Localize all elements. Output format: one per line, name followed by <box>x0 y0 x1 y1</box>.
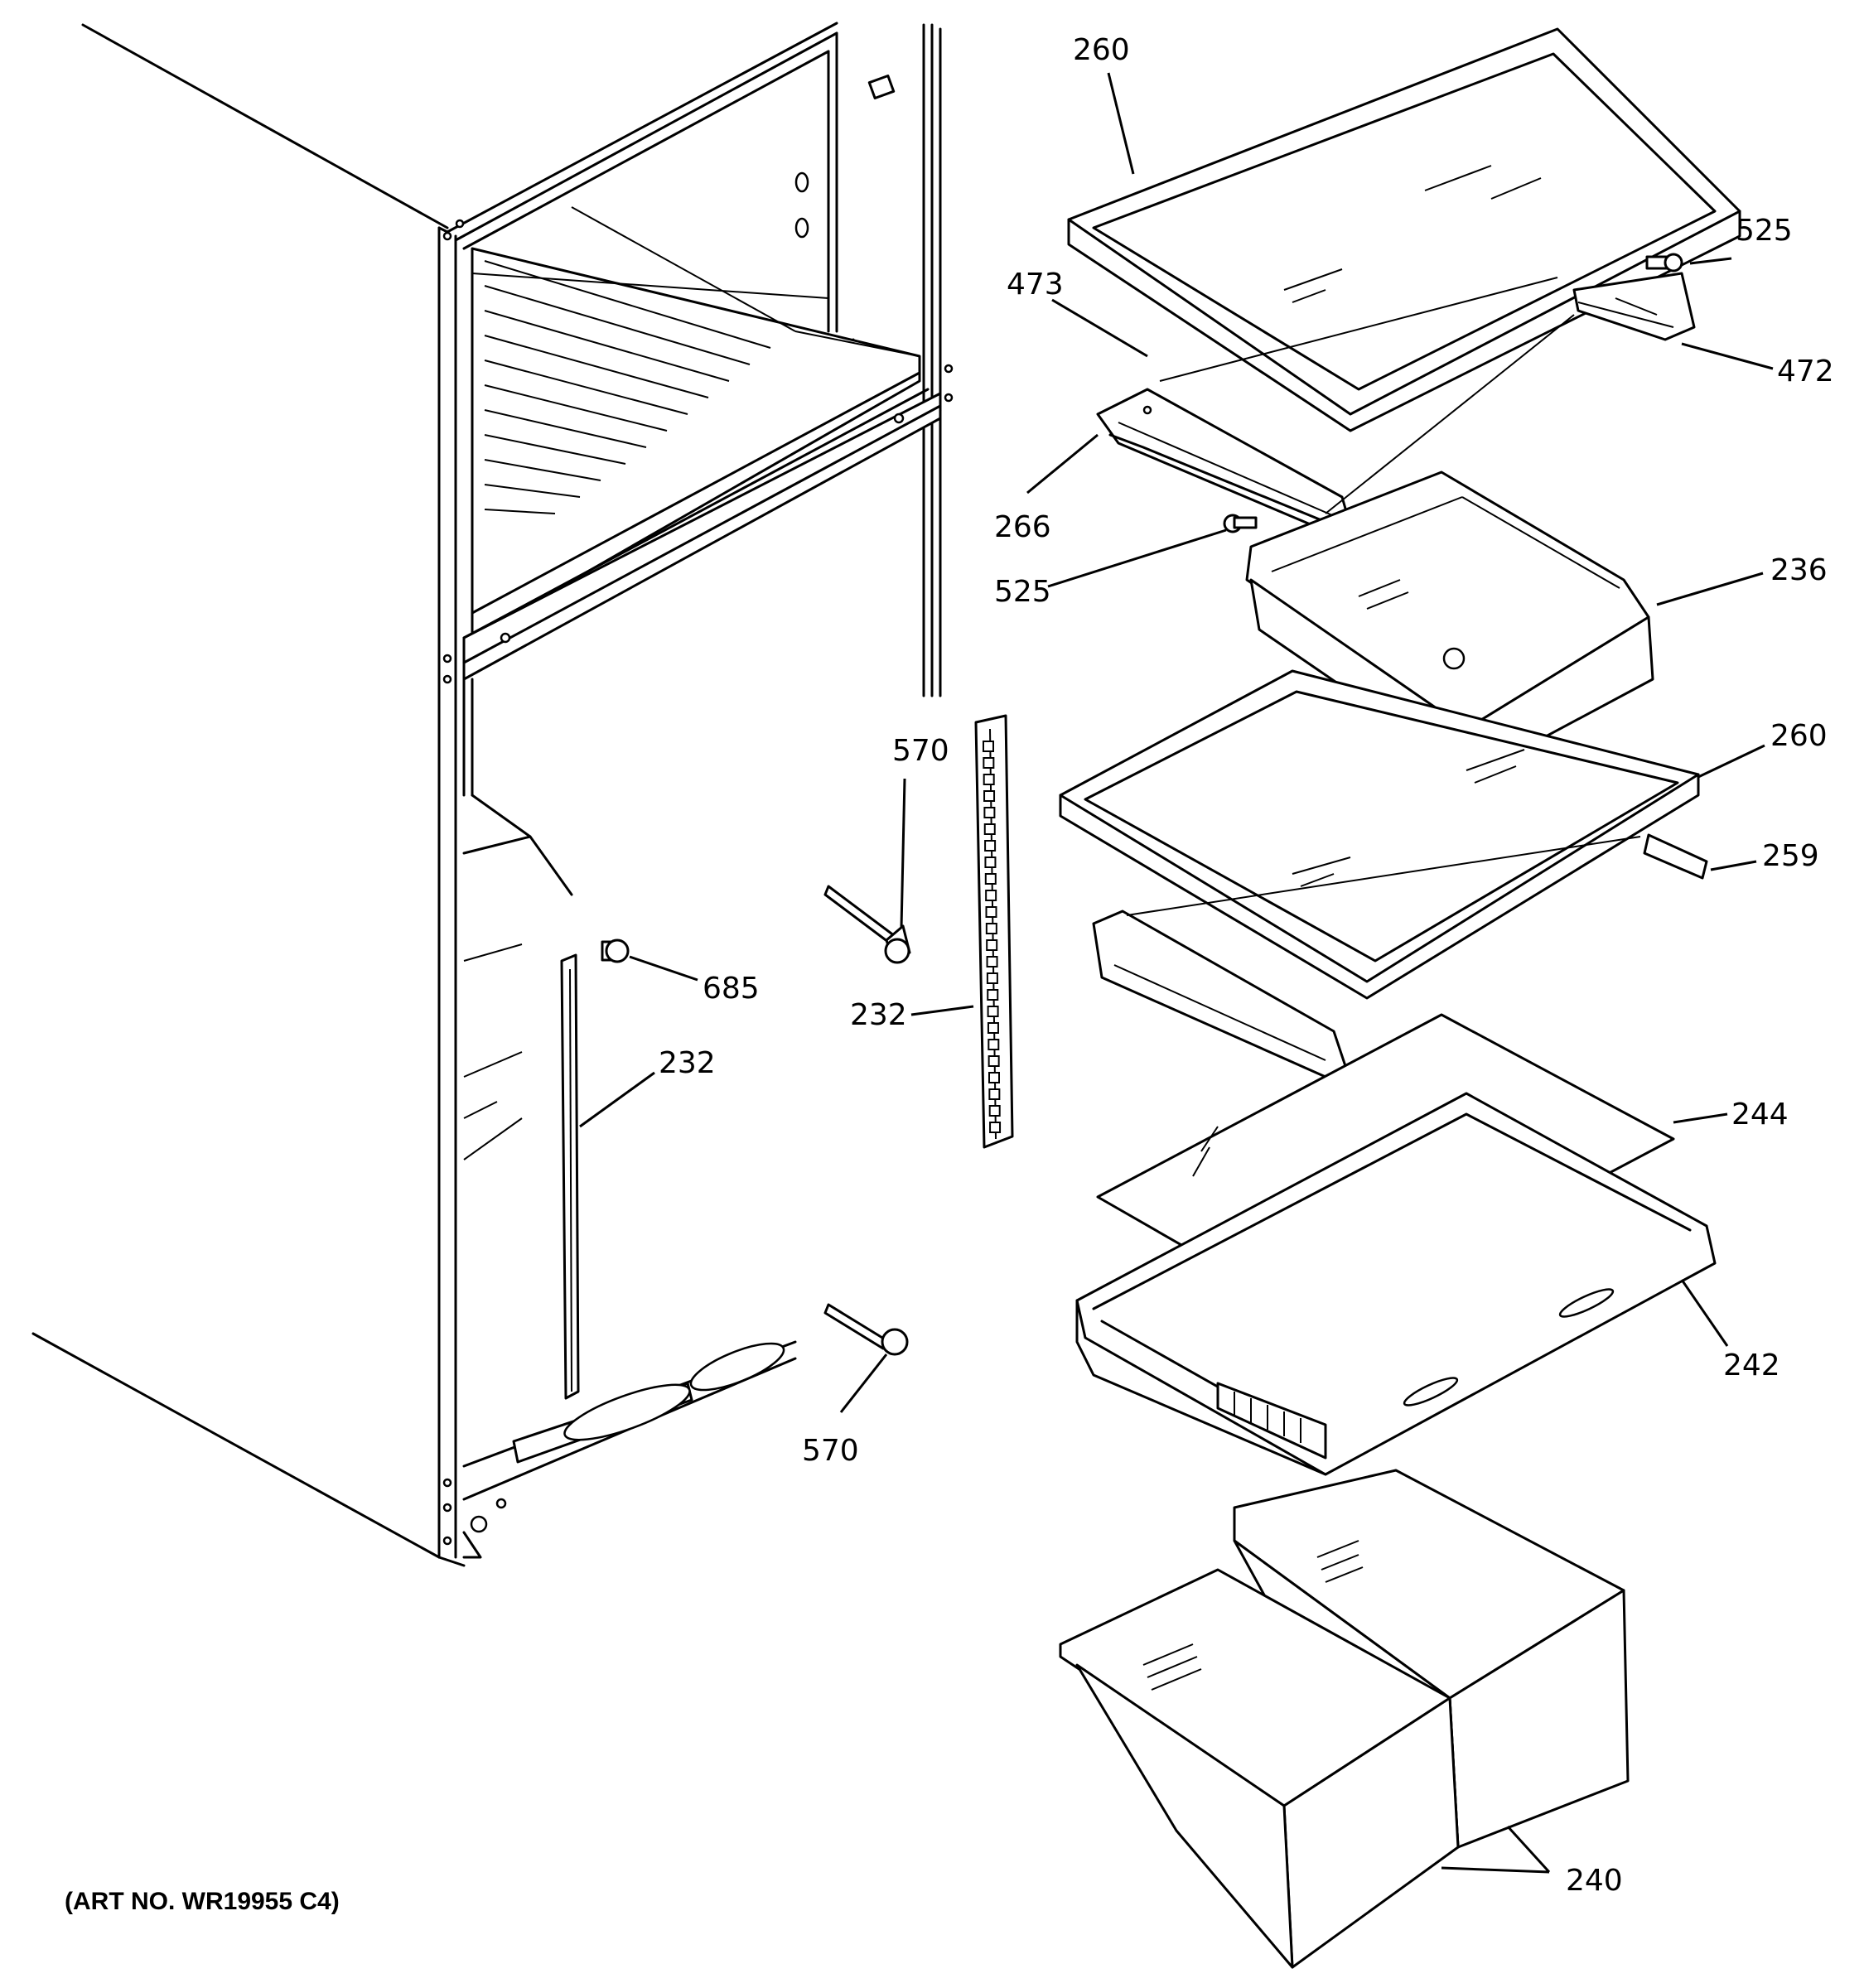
rail-slot <box>986 972 998 984</box>
rail-slot <box>983 741 994 752</box>
rail-slot <box>987 1006 999 1017</box>
callout-236: 236 <box>1770 553 1828 587</box>
rail-slot <box>983 790 996 802</box>
callout-525-left: 525 <box>994 575 1051 609</box>
rail-slot <box>983 807 996 818</box>
callout-472: 472 <box>1777 355 1834 388</box>
rail-slot <box>988 1072 1000 1083</box>
rail-slot <box>987 989 999 1001</box>
rail-slot <box>984 856 997 868</box>
callout-570-bottom: 570 <box>802 1434 859 1468</box>
rail-slot <box>984 840 997 852</box>
rail-slot <box>988 1055 1000 1067</box>
rail-slot <box>983 757 995 769</box>
shelf-support-rail-slots <box>983 741 1002 1133</box>
glass-shelf-top <box>1067 27 1741 432</box>
callout-685: 685 <box>703 972 760 1006</box>
rail-slot <box>988 1039 1000 1050</box>
glass-shelf-middle <box>1059 669 1700 1000</box>
rail-slot <box>986 956 998 967</box>
crisper-pan-frame <box>1075 1092 1717 1476</box>
crisper-drawer-left <box>1059 1568 1460 1969</box>
callout-260-mid: 260 <box>1770 719 1828 753</box>
refrigerator-cabinet <box>31 22 954 1567</box>
callout-232-mid: 232 <box>850 998 907 1032</box>
callout-259: 259 <box>1762 839 1819 873</box>
rail-slot <box>985 890 997 901</box>
leader-lines <box>579 72 1774 1874</box>
callout-244: 244 <box>1731 1098 1789 1132</box>
pin-525-left <box>1223 514 1258 533</box>
rail-slot <box>986 939 998 951</box>
callout-260-top: 260 <box>1073 33 1130 67</box>
rail-slot <box>985 906 997 918</box>
callout-473: 473 <box>1007 268 1064 302</box>
callout-525-right: 525 <box>1736 214 1793 248</box>
pin-525-right <box>1645 253 1683 273</box>
callout-232-left: 232 <box>659 1046 716 1080</box>
rail-slot <box>988 1105 1001 1117</box>
callout-266: 266 <box>994 510 1051 544</box>
shelf-cross-bar <box>1159 277 1575 514</box>
rail-slot <box>989 1122 1002 1133</box>
screw-570-top <box>823 885 911 964</box>
shelf-support-rail-left <box>560 953 580 1400</box>
art-number: (ART NO. WR19955 C4) <box>65 1888 340 1915</box>
callout-570-top: 570 <box>892 734 949 768</box>
callout-labels: 260 525 473 472 266 525 236 260 259 570 … <box>659 33 1834 1898</box>
callout-240: 240 <box>1566 1864 1623 1898</box>
rail-slot <box>988 1088 1001 1100</box>
rail-slot <box>984 873 997 885</box>
shelf-bracket-right-472 <box>1572 272 1696 341</box>
shelf-bracket-left-473 <box>1096 388 1352 536</box>
callout-242: 242 <box>1723 1349 1780 1382</box>
rail-slot <box>983 823 996 835</box>
rail-slot <box>987 1022 999 1034</box>
screw-685 <box>601 939 630 963</box>
screw-570-bottom <box>823 1303 909 1356</box>
rail-slot <box>983 774 995 785</box>
rail-slot <box>985 923 997 934</box>
